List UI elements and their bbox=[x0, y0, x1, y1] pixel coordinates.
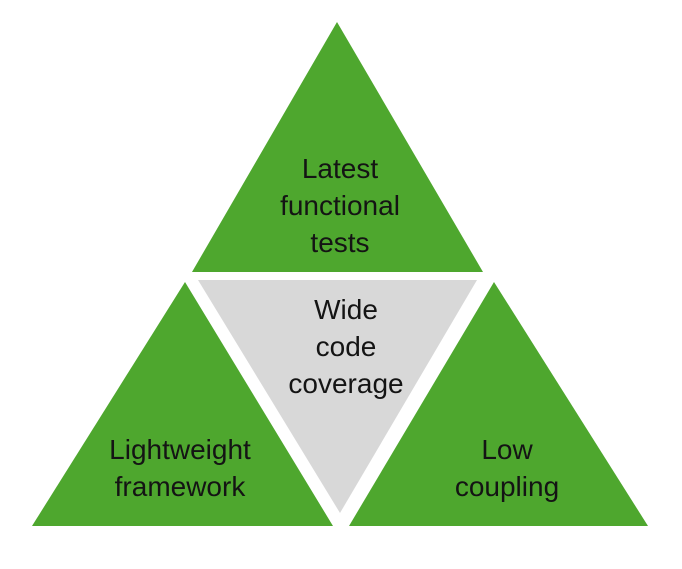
bottom-left-triangle-label: Lightweight framework bbox=[109, 434, 251, 502]
top-triangle-shape bbox=[192, 22, 483, 272]
bottom-left-triangle-shape bbox=[32, 282, 333, 526]
top-triangle-label: Latest functional tests bbox=[280, 153, 400, 258]
bottom-right-triangle-label: Low coupling bbox=[454, 434, 560, 502]
center-triangle-label: Wide code coverage bbox=[288, 294, 404, 399]
center-triangle-shape bbox=[198, 280, 477, 513]
bottom-right-triangle-shape bbox=[349, 282, 648, 526]
